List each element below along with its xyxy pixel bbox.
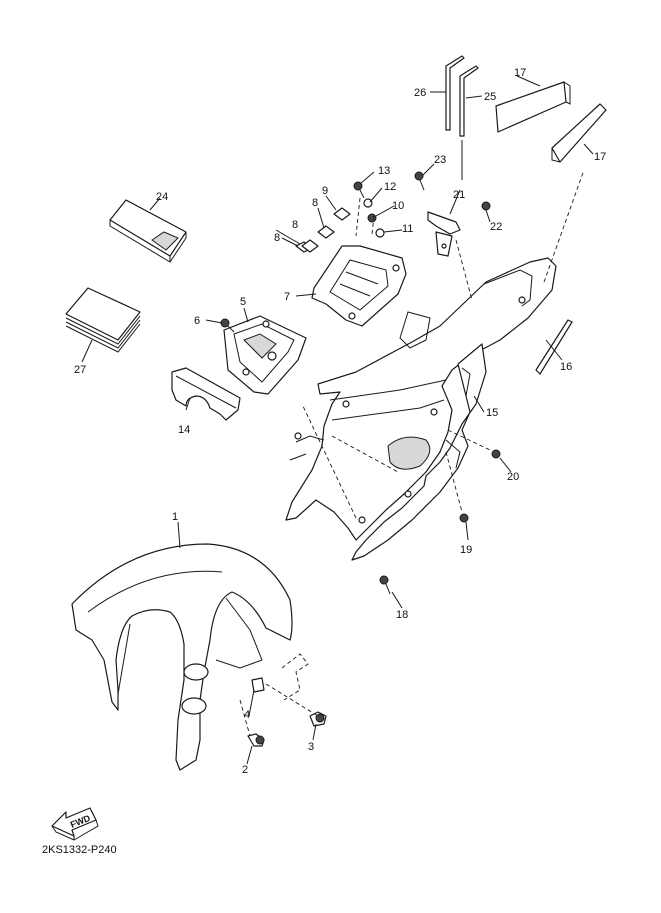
connector-line-g: [355, 197, 361, 237]
callout-14: 14: [178, 424, 190, 436]
callout-15: 15: [486, 407, 498, 419]
connector-line-i: [265, 683, 319, 717]
connector-line-h: [239, 699, 251, 737]
callout-27: 27: [74, 364, 86, 376]
connector-line-d: [447, 429, 491, 451]
callout-5: 5: [240, 296, 246, 308]
bolt-20: [491, 449, 501, 459]
callout-25: 25: [484, 91, 496, 103]
callout-8-c: 8: [312, 197, 318, 209]
callout-22: 22: [490, 221, 502, 233]
fwd-arrow-icon: FWD: [51, 807, 99, 841]
tray-5: [223, 315, 307, 395]
bolt-19: [459, 513, 469, 523]
callout-2: 2: [242, 764, 248, 776]
clip-9: [333, 207, 351, 221]
callout-7: 7: [284, 291, 290, 303]
callout-labels: 1 2 3 4 5 6 7 8 8 8 9 10 11 12 13 14 15 …: [74, 67, 606, 776]
callout-9: 9: [322, 185, 328, 197]
callout-8-b: 8: [292, 219, 298, 231]
callout-26: 26: [414, 87, 426, 99]
washer-12: [363, 198, 373, 208]
connector-line-c: [445, 451, 463, 513]
screw-22: [481, 201, 491, 211]
bolt-2: [247, 733, 265, 747]
bolt-18: [379, 575, 391, 595]
callout-6: 6: [194, 315, 200, 327]
cover-14: [171, 367, 241, 421]
leader-lines: [81, 75, 594, 765]
side-cover-15: [351, 343, 487, 561]
callout-3: 3: [308, 741, 314, 753]
callout-16: 16: [560, 361, 572, 373]
callout-17-b: 17: [594, 151, 606, 163]
brake-hose-guide: [281, 653, 309, 701]
nut-10: [367, 213, 377, 223]
rear-fender-assembly: [285, 257, 557, 541]
callout-4: 4: [244, 709, 250, 721]
callout-20: 20: [507, 471, 519, 483]
tool-rod-26: [445, 55, 465, 131]
callout-21: 21: [453, 189, 465, 201]
callout-18: 18: [396, 609, 408, 621]
connector-line-j: [371, 215, 375, 235]
connector-line-b: [331, 435, 399, 473]
connector-line-e: [455, 239, 473, 301]
strip-16: [535, 319, 573, 375]
clip-8-b: [317, 225, 335, 239]
callout-8-a: 8: [274, 232, 280, 244]
pad-17-lower: [551, 103, 607, 163]
collar-11: [375, 228, 385, 238]
callout-10: 10: [392, 200, 404, 212]
connector-line-f: [543, 169, 585, 283]
bolt-3: [309, 711, 327, 727]
diagram-code: 2KS1332-P240: [42, 844, 117, 856]
screw-13: [353, 181, 365, 199]
collar-4: [251, 677, 265, 693]
callout-17-a: 17: [514, 67, 526, 79]
bracket-21: [427, 211, 461, 257]
callout-23: 23: [434, 154, 446, 166]
tool-rod-25: [459, 65, 479, 137]
callout-11: 11: [402, 223, 413, 235]
connector-line-a: [301, 403, 357, 519]
callout-24: 24: [156, 191, 168, 203]
callout-1: 1: [172, 511, 178, 523]
holder-7: [311, 245, 407, 327]
clip-8-c: [301, 239, 319, 253]
booklet-27: [65, 287, 141, 353]
front-fender-1: [71, 543, 293, 771]
pad-17-upper: [495, 81, 571, 133]
callout-12: 12: [384, 181, 396, 193]
pouch-24: [109, 199, 187, 263]
callout-13: 13: [378, 165, 390, 177]
callout-19: 19: [460, 544, 472, 556]
screw-23: [414, 171, 425, 191]
